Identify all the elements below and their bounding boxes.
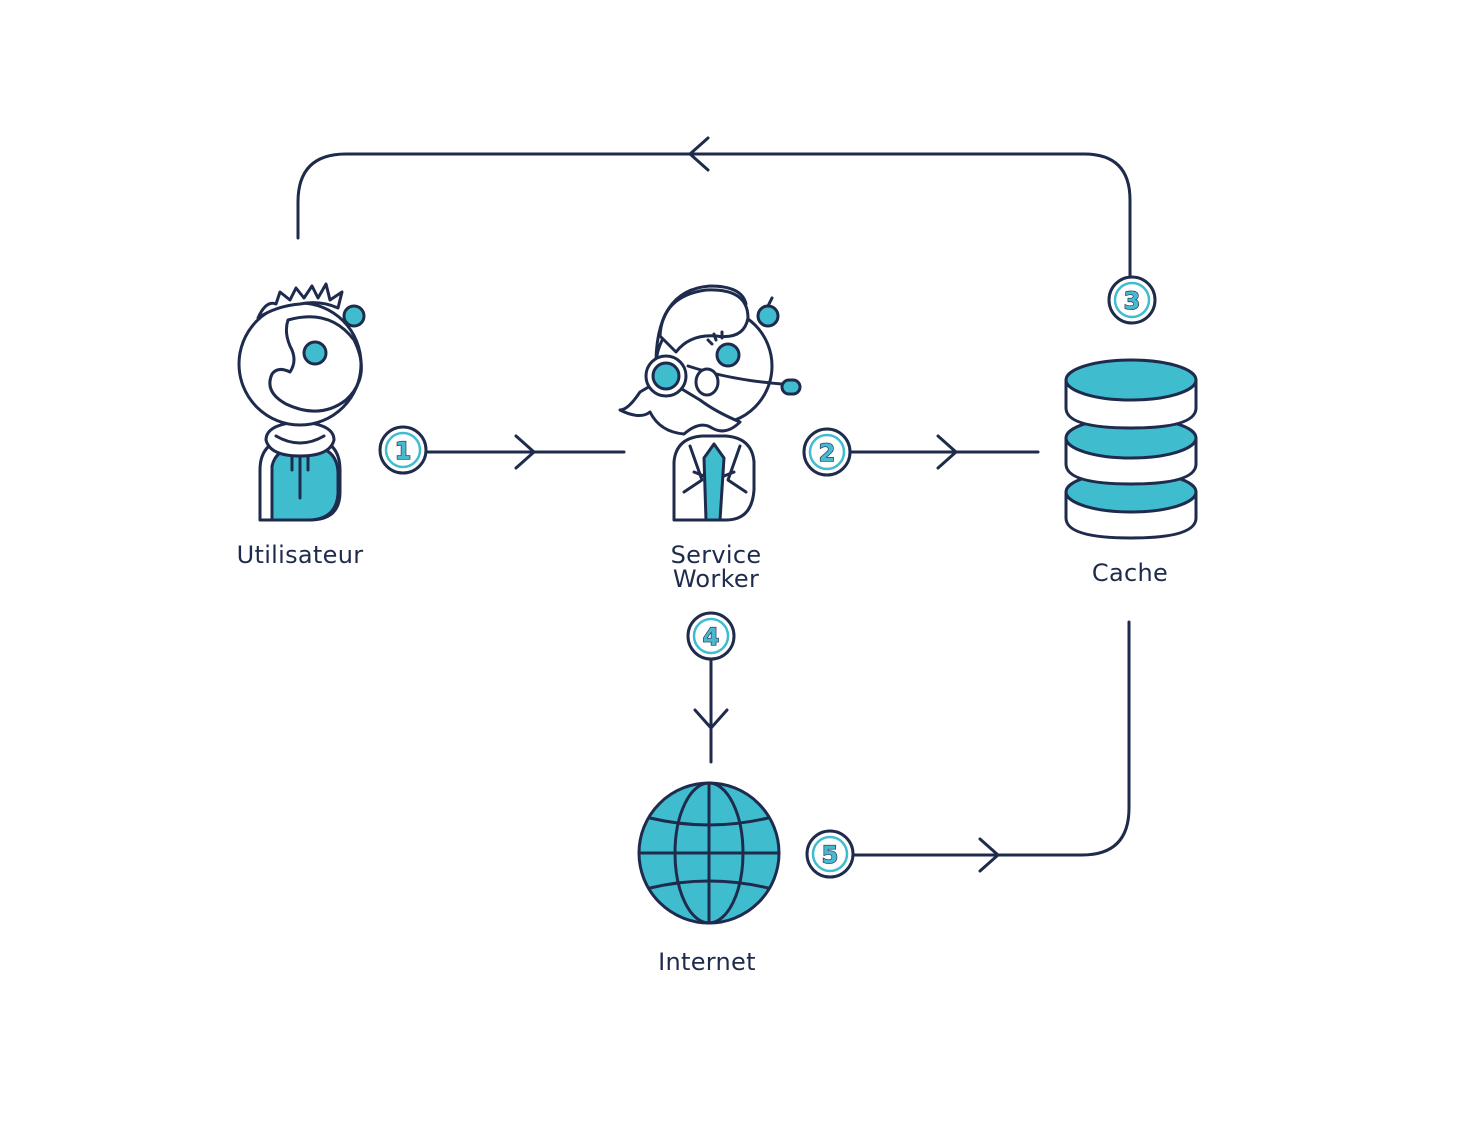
step-badge-2: 2 xyxy=(802,427,852,477)
user-label: Utilisateur xyxy=(237,541,364,569)
internet-label: Internet xyxy=(658,948,756,976)
step-number: 2 xyxy=(819,439,836,467)
connector-user-to-service-worker xyxy=(424,434,626,470)
step-badge-3: 3 xyxy=(1107,275,1157,325)
arrowhead-left-icon xyxy=(688,136,710,172)
database-icon xyxy=(1064,358,1198,540)
step-number: 5 xyxy=(822,841,839,869)
return-path-cache-to-user xyxy=(296,136,1132,278)
step-badge-4: 4 xyxy=(686,611,736,661)
step-number: 3 xyxy=(1124,287,1141,315)
step-badge-5: 5 xyxy=(805,829,855,879)
connector-service-worker-to-internet xyxy=(693,658,729,764)
arrowhead-right-icon xyxy=(936,434,958,470)
step-badge-1: 1 xyxy=(378,425,428,475)
service-worker-operator-icon xyxy=(618,284,802,522)
arrowhead-right-icon xyxy=(978,837,1000,873)
globe-icon xyxy=(637,781,781,925)
step-number: 4 xyxy=(703,623,720,651)
connector-internet-to-cache xyxy=(852,620,1131,873)
arrowhead-right-icon xyxy=(514,434,536,470)
user-avatar-icon xyxy=(237,282,366,522)
service-worker-label-line2: Worker xyxy=(673,565,759,593)
cache-label: Cache xyxy=(1092,559,1168,587)
service-worker-label-line1: Service xyxy=(671,541,762,569)
connector-service-worker-to-cache xyxy=(848,434,1040,470)
arrowhead-down-icon xyxy=(693,708,729,730)
step-number: 1 xyxy=(395,437,412,465)
